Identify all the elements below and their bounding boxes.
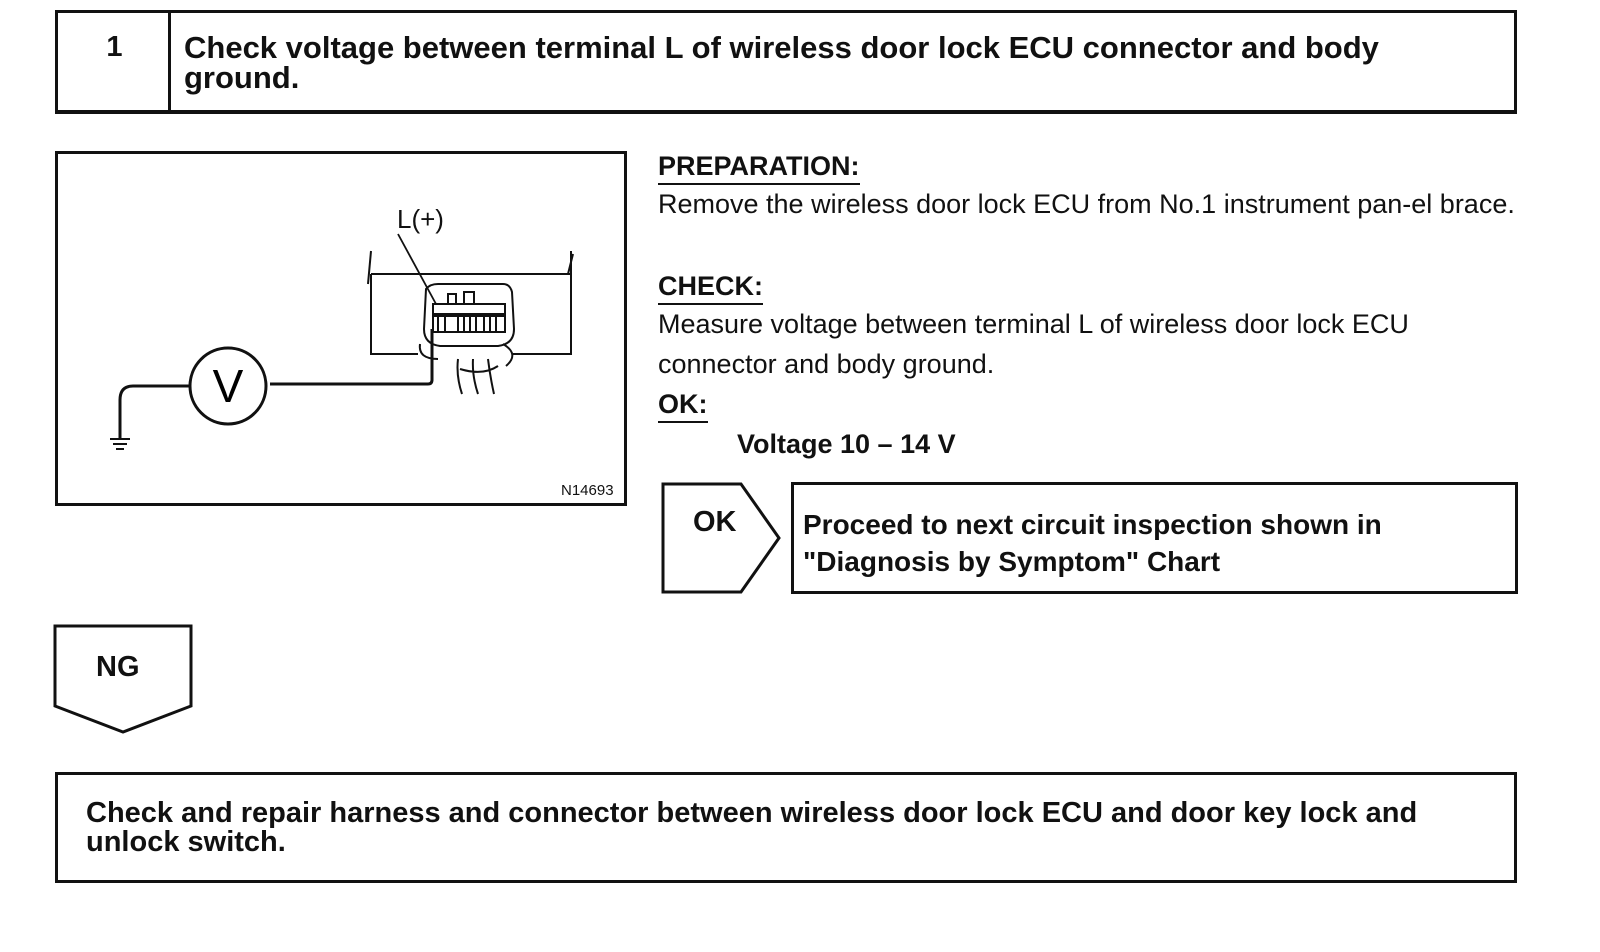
check-text: Measure voltage between terminal L of wi… bbox=[658, 309, 1409, 379]
ok-spec: Voltage 10 – 14 V bbox=[737, 429, 956, 459]
ng-branch-label: NG bbox=[96, 651, 140, 683]
step-header: 1 Check voltage between terminal L of wi… bbox=[55, 10, 1517, 114]
voltmeter-diagram: V bbox=[110, 233, 574, 450]
ok-result-box: Proceed to next circuit inspection shown… bbox=[791, 482, 1518, 594]
preparation-text: Remove the wireless door lock ECU from N… bbox=[658, 189, 1515, 219]
preparation-heading: PREPARATION: bbox=[658, 150, 860, 185]
ok-heading: OK: bbox=[658, 388, 708, 423]
ground-icon bbox=[110, 438, 130, 450]
terminal-label: L(+) bbox=[397, 204, 444, 234]
voltmeter-symbol: V bbox=[213, 360, 244, 412]
step-title: Check voltage between terminal L of wire… bbox=[184, 30, 1379, 95]
step-number-cell: 1 bbox=[58, 13, 171, 110]
ng-arrow-icon bbox=[53, 624, 193, 734]
ok-arrow-icon bbox=[661, 482, 781, 594]
step-number: 1 bbox=[106, 31, 123, 63]
wiring-figure: V L(+) N14693 bbox=[55, 151, 627, 506]
check-heading: CHECK: bbox=[658, 270, 763, 305]
ng-action-text: Check and repair harness and connector b… bbox=[86, 797, 1418, 858]
ok-branch-label: OK bbox=[693, 506, 737, 538]
ng-action-box: Check and repair harness and connector b… bbox=[55, 772, 1517, 883]
figure-code: N14693 bbox=[561, 482, 614, 499]
ok-result-text: Proceed to next circuit inspection shown… bbox=[803, 509, 1382, 577]
